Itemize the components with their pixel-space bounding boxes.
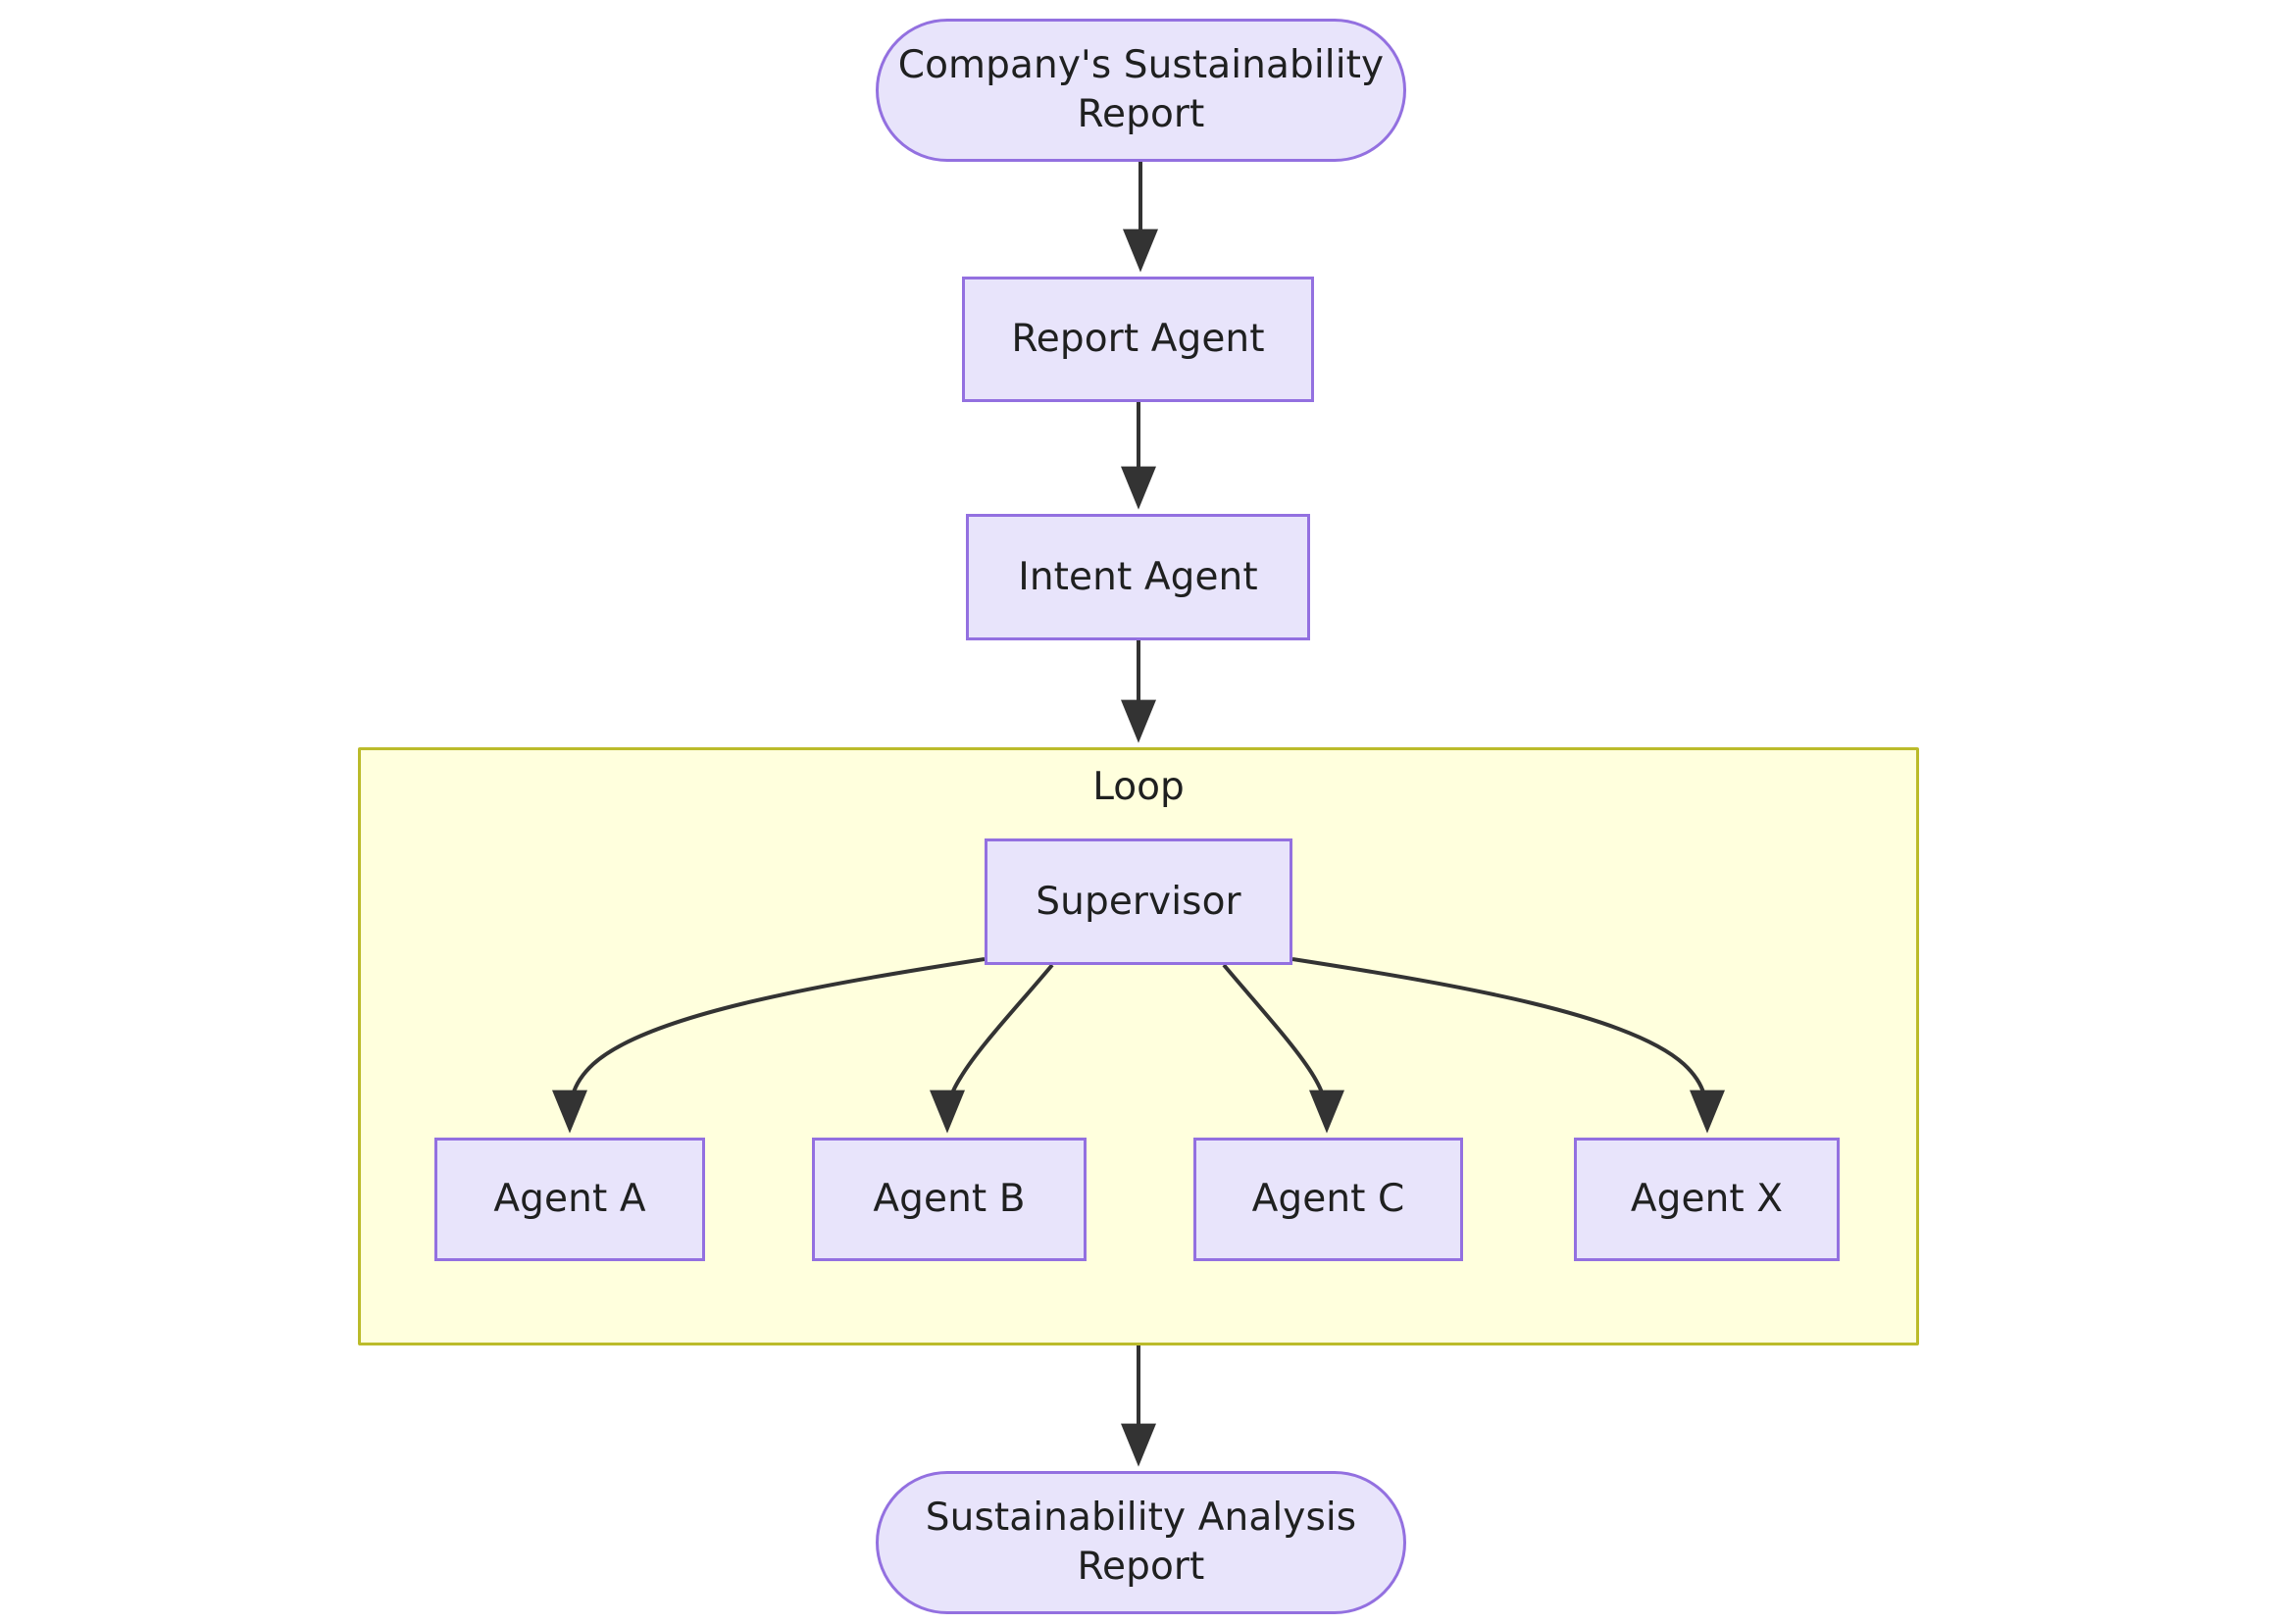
cluster-loop-label: Loop: [1092, 765, 1185, 809]
node-label: Company's Sustainability Report: [897, 43, 1385, 136]
node-label: Supervisor: [1036, 879, 1241, 924]
node-label: Agent A: [493, 1177, 646, 1222]
node-intent-agent[interactable]: Intent Agent: [966, 514, 1310, 640]
node-label: Intent Agent: [1018, 554, 1258, 599]
node-label: Sustainability Analysis Report: [925, 1496, 1357, 1589]
node-supervisor[interactable]: Supervisor: [985, 838, 1292, 965]
node-company-sustainability-report[interactable]: Company's Sustainability Report: [876, 19, 1406, 162]
node-label: Agent X: [1630, 1177, 1784, 1222]
node-sustainability-analysis-report[interactable]: Sustainability Analysis Report: [876, 1471, 1406, 1614]
node-agent-c[interactable]: Agent C: [1193, 1138, 1463, 1261]
node-agent-x[interactable]: Agent X: [1574, 1138, 1840, 1261]
node-label: Report Agent: [1011, 317, 1265, 362]
node-agent-a[interactable]: Agent A: [434, 1138, 705, 1261]
node-label: Agent C: [1251, 1177, 1405, 1222]
node-agent-b[interactable]: Agent B: [812, 1138, 1087, 1261]
node-report-agent[interactable]: Report Agent: [962, 277, 1314, 402]
node-label: Agent B: [873, 1177, 1026, 1222]
